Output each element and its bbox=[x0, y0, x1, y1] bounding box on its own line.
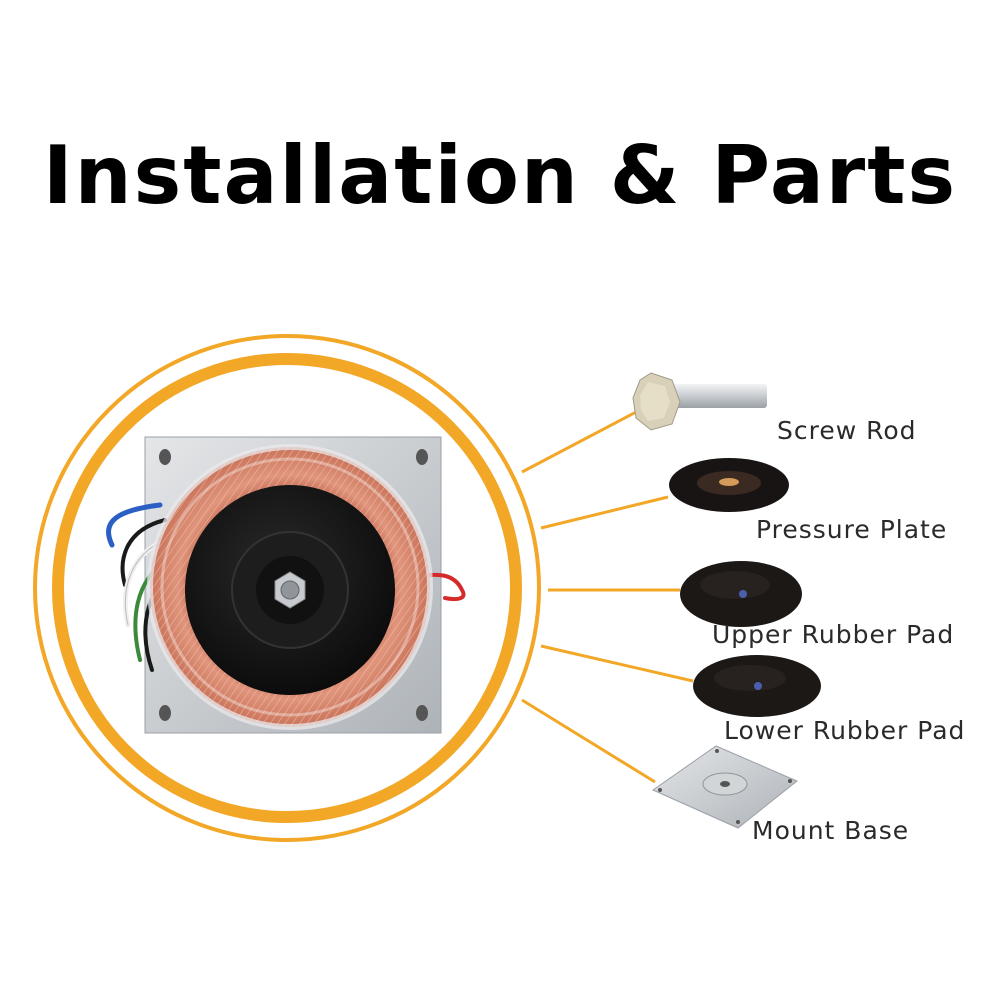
pressure-plate-icon bbox=[669, 458, 789, 512]
mounting-hole bbox=[159, 449, 171, 465]
mounting-hole bbox=[416, 705, 428, 721]
leader-line-screw-rod bbox=[521, 408, 641, 474]
mount-base-icon bbox=[651, 745, 798, 829]
part-label-upper-rubber-pad: Upper Rubber Pad bbox=[712, 620, 955, 649]
leader-line-lower-rubber-pad bbox=[540, 644, 694, 683]
part-label-pressure-plate: Pressure Plate bbox=[756, 515, 948, 544]
leader-line-mount-base bbox=[521, 698, 656, 784]
part-label-screw-rod: Screw Rod bbox=[777, 416, 917, 445]
upper-rubber-pad-icon bbox=[680, 561, 802, 627]
part-label-lower-rubber-pad: Lower Rubber Pad bbox=[724, 716, 966, 745]
leader-lines bbox=[521, 408, 694, 784]
page-title: Installation & Parts bbox=[42, 129, 958, 222]
leader-line-pressure-plate bbox=[540, 495, 669, 530]
screw-rod-icon bbox=[632, 372, 767, 431]
mounting-hole bbox=[416, 449, 428, 465]
part-label-mount-base: Mount Base bbox=[752, 816, 910, 845]
accent-rings bbox=[33, 334, 541, 842]
lower-rubber-pad-icon bbox=[693, 655, 821, 717]
toroidal-transformer bbox=[106, 436, 466, 734]
mounting-hole bbox=[159, 705, 171, 721]
